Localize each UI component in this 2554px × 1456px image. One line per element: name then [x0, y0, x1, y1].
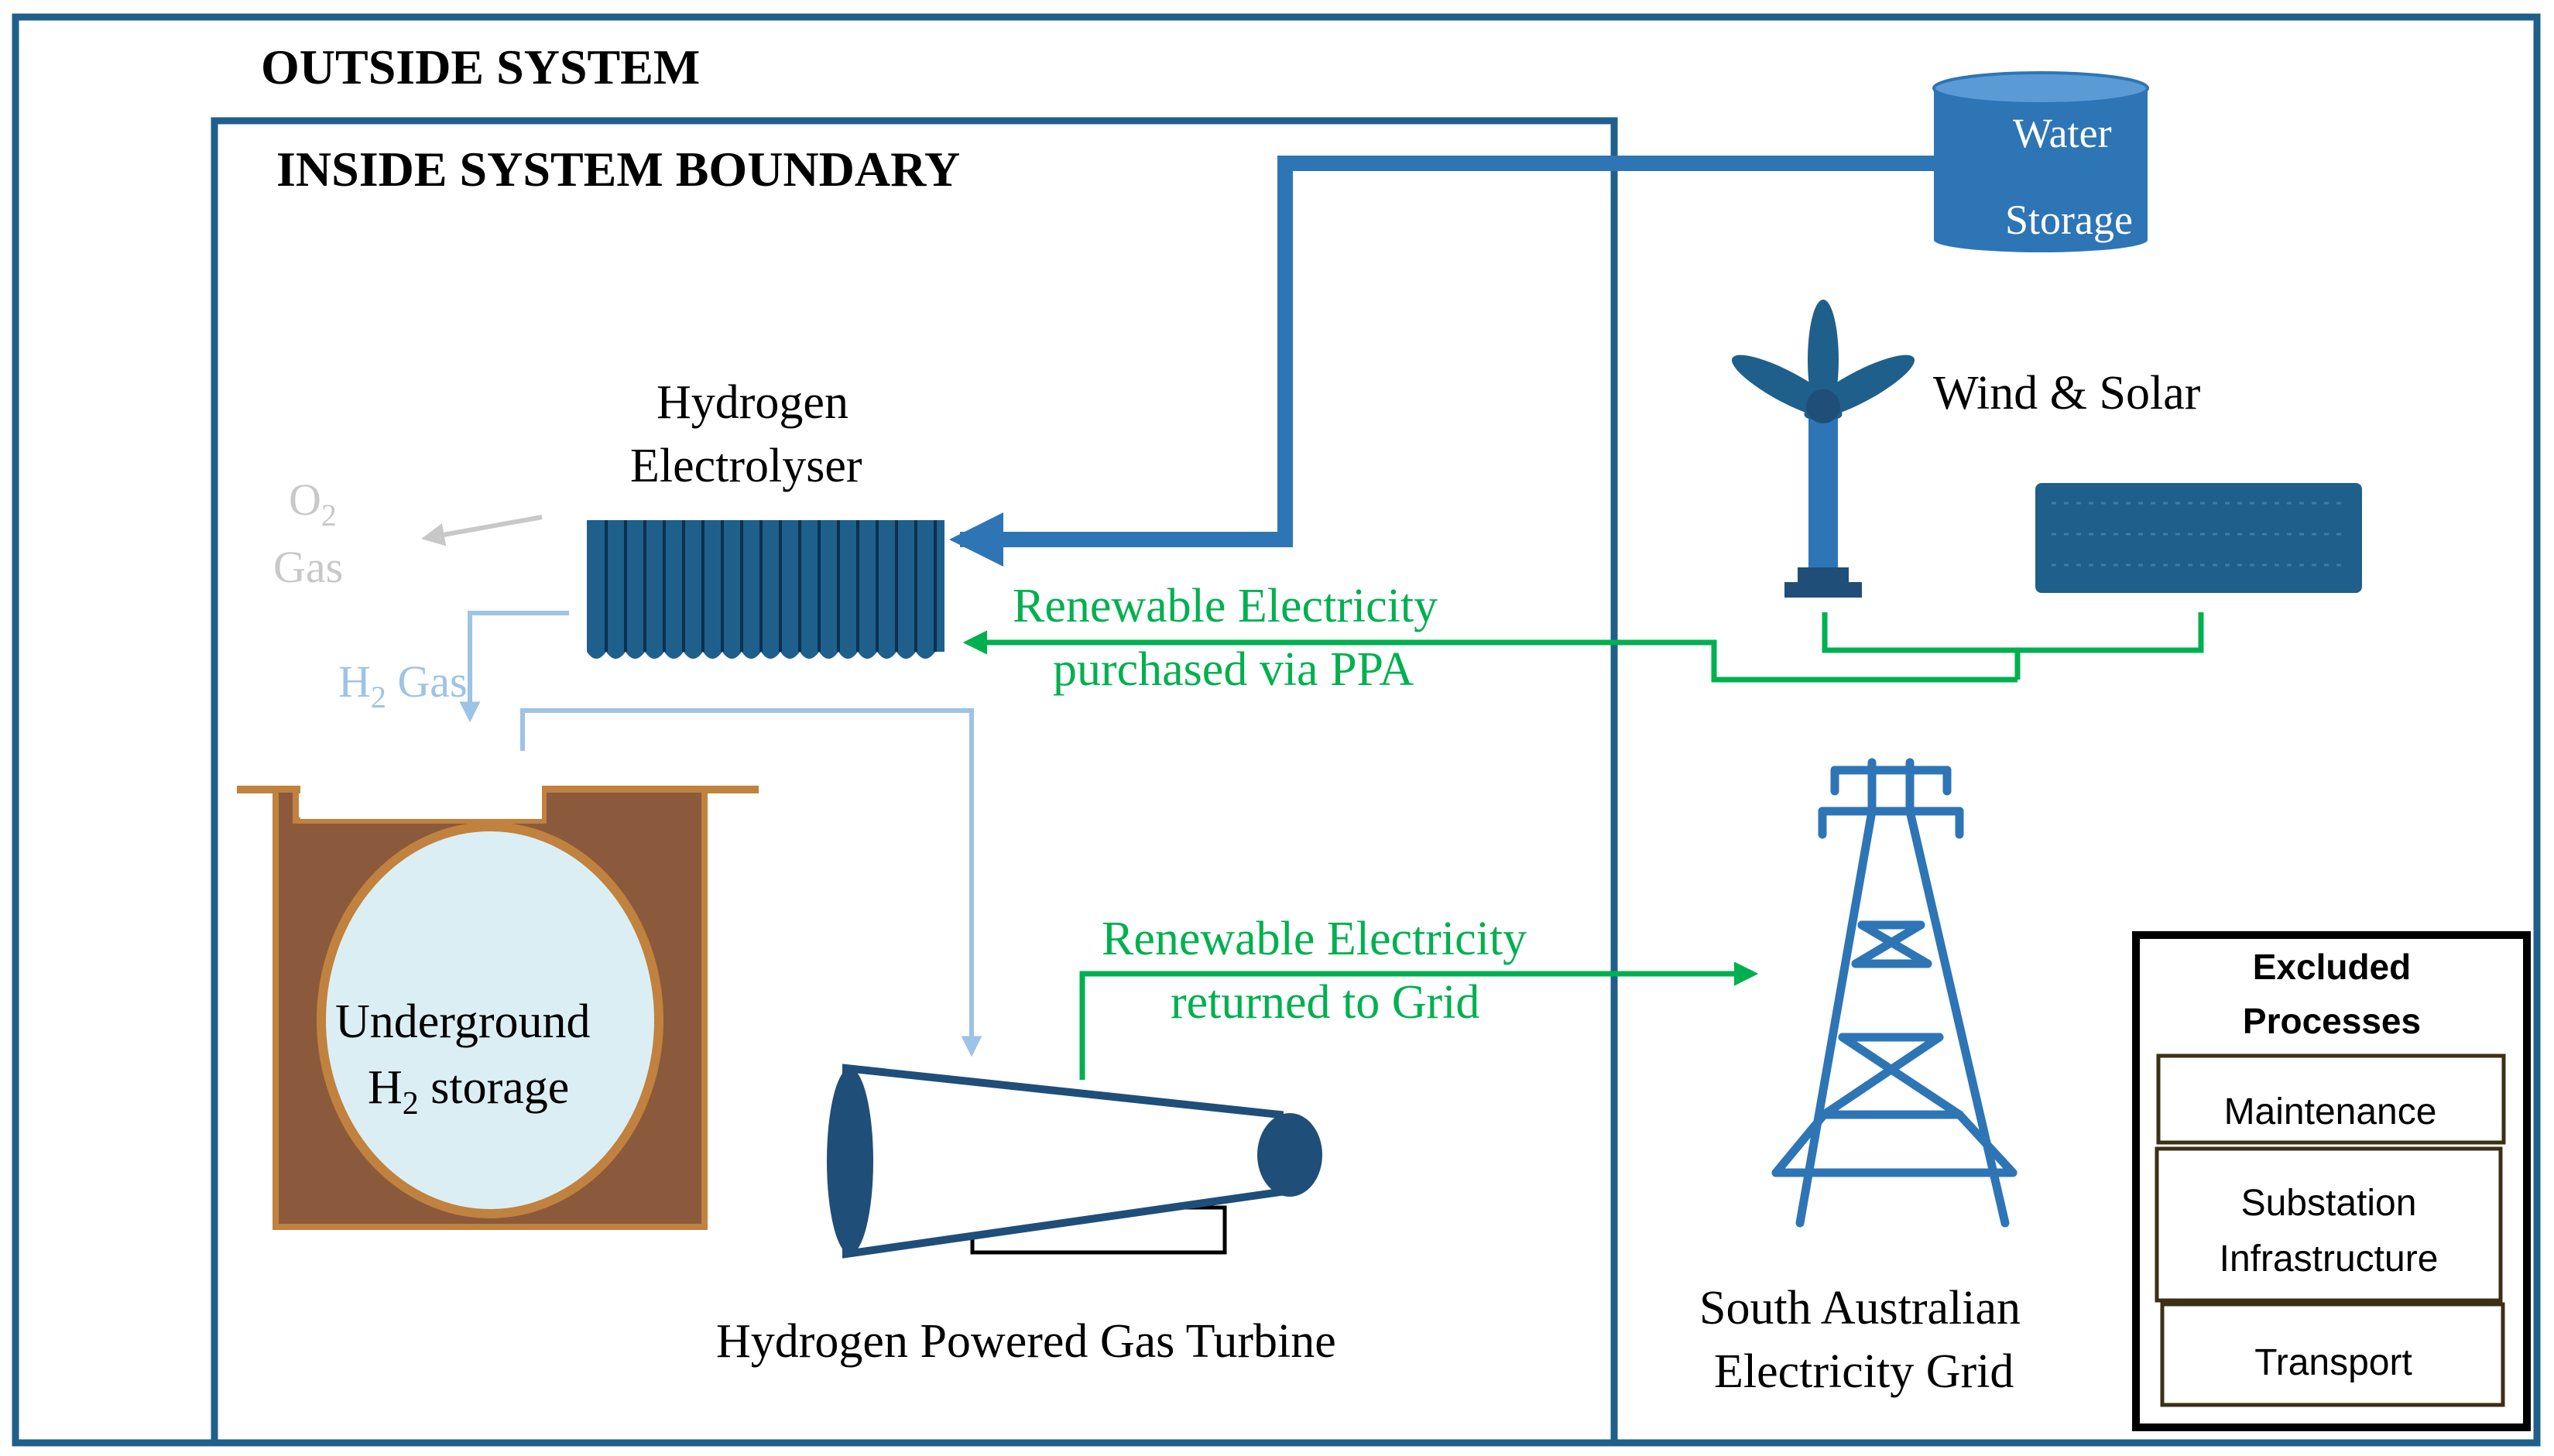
water-storage-label-line1: Water	[2013, 110, 2112, 156]
storage-label-line2: H2 storage	[368, 1061, 569, 1122]
hydrogen-down-arrow	[459, 611, 569, 723]
ppa-flow-label-line2: purchased via PPA	[1053, 643, 1414, 696]
excluded-title-line1: Excluded	[2253, 947, 2412, 987]
excluded-item-substation-line2: Infrastructure	[2220, 1238, 2439, 1280]
grid-flow-label-line2: returned to Grid	[1171, 976, 1479, 1029]
excluded-item-substation-line1: Substation	[2241, 1183, 2417, 1224]
electrolyser-label-line2: Electrolyser	[630, 440, 862, 492]
excluded-title-line2: Processes	[2243, 1001, 2421, 1041]
water-storage-label-line2: Storage	[2005, 197, 2133, 243]
electrolyser-label-line1: Hydrogen	[656, 376, 848, 429]
turbine-label: Hydrogen Powered Gas Turbine	[716, 1315, 1336, 1368]
excluded-item-maintenance-label: Maintenance	[2224, 1091, 2437, 1132]
oxygen-label-line2: Gas	[273, 542, 343, 592]
wind-solar-connector	[1822, 612, 2204, 653]
inside-system-boundary	[211, 117, 1618, 1447]
grid-return-arrow	[1079, 961, 1759, 1080]
storage-to-turbine-arrow	[520, 708, 982, 1057]
storage-label-line1: Underground	[335, 995, 590, 1048]
grid-label-line1: South Australian	[1699, 1282, 2021, 1334]
water-storage-tank: Water Storage	[1932, 71, 2149, 252]
ppa-flow-label-line1: Renewable Electricity	[1013, 580, 1438, 632]
outside-system-title: OUTSIDE SYSTEM	[261, 39, 700, 94]
hydrogen-gas-label: H2 Gas	[338, 656, 468, 714]
ppa-flow-arrow	[962, 630, 2017, 683]
water-pipe	[949, 156, 1934, 567]
grid-flow-label-line1: Renewable Electricity	[1102, 913, 1527, 965]
inside-system-title: INSIDE SYSTEM BOUNDARY	[276, 142, 960, 197]
underground-storage-icon	[237, 782, 759, 1230]
oxygen-arrow	[421, 515, 543, 546]
transmission-tower-icon	[1771, 758, 2017, 1228]
wind-turbine-icon	[1731, 300, 1915, 598]
excluded-processes-box: Excluded Processes Maintenance Substatio…	[2132, 931, 2531, 1431]
excluded-item-maintenance	[2156, 1053, 2506, 1145]
excluded-item-substation	[2155, 1146, 2503, 1303]
electrolyser-icon	[587, 520, 944, 659]
wind-solar-label: Wind & Solar	[1933, 367, 2201, 420]
solar-panel-icon	[2035, 483, 2362, 593]
oxygen-label-line1: O2	[289, 474, 337, 533]
grid-label-line2: Electricity Grid	[1714, 1345, 2014, 1398]
excluded-item-transport-label: Transport	[2254, 1342, 2412, 1383]
gas-turbine-icon	[827, 1064, 1322, 1259]
excluded-item-transport	[2160, 1302, 2505, 1407]
